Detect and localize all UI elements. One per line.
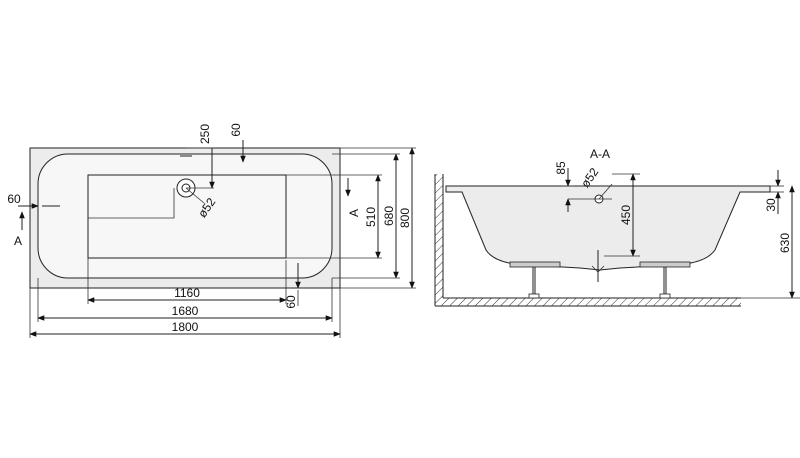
section-tub-body xyxy=(445,185,771,271)
section-mark-right: A xyxy=(347,209,361,217)
section-feet xyxy=(509,261,691,299)
plan-step-line xyxy=(88,188,175,219)
dim-bottom-offset: 60 xyxy=(284,295,298,309)
dim-basin-width: 680 xyxy=(382,206,396,226)
section-title: A-A xyxy=(590,147,610,161)
dim-depth: 450 xyxy=(619,205,633,225)
dim-overflow-offset: 60 xyxy=(229,123,243,137)
dim-total-height: 630 xyxy=(778,233,792,253)
dim-overflow-height: 85 xyxy=(554,161,568,175)
wall-hatch xyxy=(435,174,443,298)
floor-hatch xyxy=(435,298,741,306)
plan-view: 1160 1680 1800 510 680 800 250 xyxy=(7,123,416,338)
dim-flat-length: 1160 xyxy=(174,286,200,300)
section-mark-left: A xyxy=(14,234,22,248)
dim-rim-thickness: 30 xyxy=(764,198,778,212)
section-view: A-A 85 ø52 450 30 630 xyxy=(434,147,800,307)
dim-flat-width: 510 xyxy=(364,207,378,227)
dim-overall-width: 800 xyxy=(398,208,412,228)
dim-side-offset: 60 xyxy=(7,192,21,206)
plan-basin xyxy=(37,153,333,279)
dim-overall-length: 1800 xyxy=(172,320,199,334)
dim-drain-offset: 250 xyxy=(198,124,212,144)
plan-flat-bottom xyxy=(87,174,287,259)
dim-basin-length: 1680 xyxy=(172,304,199,318)
